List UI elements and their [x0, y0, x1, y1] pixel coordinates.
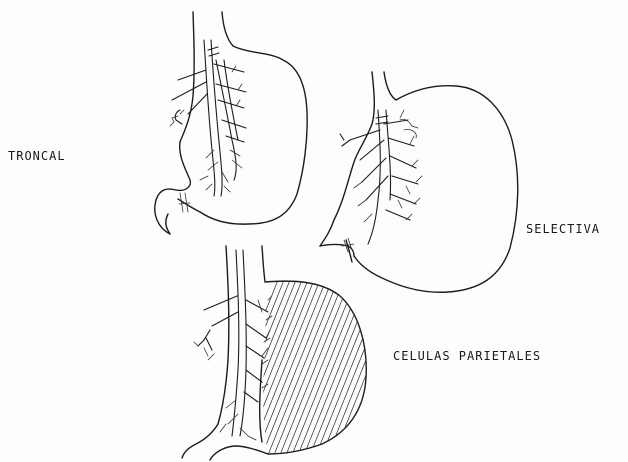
parietal-cell-hatched-region	[202, 270, 432, 462]
vagal-branches-celulas	[194, 250, 270, 440]
